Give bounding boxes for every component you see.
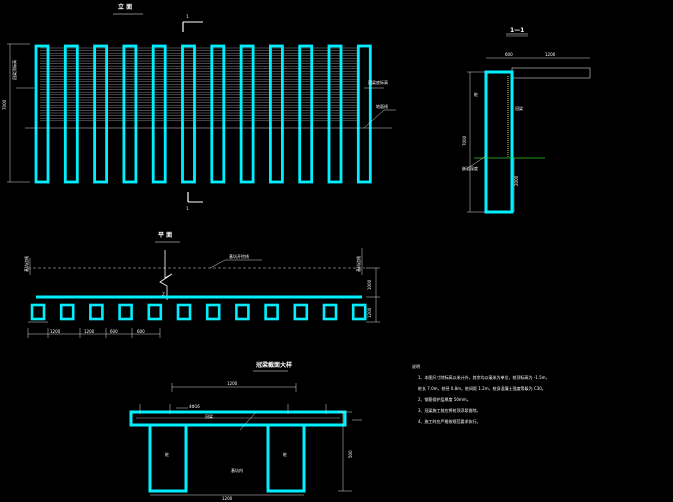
- capping-beam-detail: [129, 370, 362, 496]
- plan-axis-right-label: 基坑边线: [356, 256, 361, 272]
- section-1-1-view: [467, 33, 591, 214]
- section-pile: [484, 70, 514, 214]
- elevation-left-dimension: 7000: [2, 99, 7, 110]
- elevation-pile: [93, 44, 108, 184]
- plan-bottom-dim-3: 600: [110, 329, 118, 334]
- elevation-pile: [151, 44, 167, 184]
- detail-pile-right-label: 桩: [283, 452, 287, 457]
- section-right-note: 冠梁: [515, 106, 523, 111]
- detail-pile-left: [148, 423, 188, 493]
- plan-pile: [147, 303, 163, 321]
- elevation-piles: [34, 44, 372, 184]
- section-mid-dim: 7000: [462, 135, 467, 146]
- detail-rebar-label: 4Φ16: [189, 404, 200, 409]
- plan-view: [27, 241, 380, 338]
- elevation-pile: [181, 44, 196, 184]
- elevation-pile: [327, 44, 343, 184]
- section-mark-bottom: 1: [186, 206, 189, 211]
- detail-center-label: 基坑内: [231, 468, 243, 473]
- plan-axis-left-label: 基坑边线: [24, 256, 29, 272]
- elevation-right-note: 冠梁底标高: [368, 80, 388, 85]
- design-notes: 说明 1、本图尺寸除标高以米计外，其余均以毫米为单位，桩顶标高为 -1.5m， …: [412, 364, 550, 430]
- section-lower-note: 嵌岩深度: [462, 166, 478, 171]
- plan-pile: [264, 303, 279, 321]
- section-mark-top: 1: [186, 14, 189, 19]
- section-top-dim: 600: [505, 52, 513, 57]
- elevation-pile: [239, 44, 255, 184]
- plan-pile: [293, 303, 309, 321]
- elevation-pile: [122, 44, 138, 184]
- elevation-left-note: 冠梁顶标高: [12, 60, 17, 80]
- plan-right-dim-1: 1000: [367, 279, 372, 290]
- detail-pile-left-label: 桩: [165, 452, 169, 457]
- section-title: 1—1: [510, 27, 525, 34]
- detail-capping-beam: [129, 410, 347, 427]
- detail-bottom-dim: 1200: [222, 496, 233, 501]
- plan-pile: [235, 303, 250, 321]
- plan-pile: [351, 303, 367, 321]
- plan-bottom-dim-4: 600: [137, 329, 145, 334]
- plan-bottom-dim-1: 1200: [50, 329, 61, 334]
- elevation-pile: [268, 44, 284, 184]
- elevation-pile: [63, 44, 79, 184]
- elevation-pile: [34, 44, 50, 184]
- detail-beam-label: 冠梁: [205, 414, 213, 419]
- detail-title: 冠梁截面大样: [256, 362, 293, 369]
- elevation-pile: [298, 44, 314, 184]
- elevation-pile: [356, 44, 372, 184]
- plan-pile: [59, 303, 75, 321]
- plan-axis-mid-label: 基坑开挖线: [229, 254, 249, 259]
- plan-pile: [176, 303, 192, 321]
- plan-pile: [89, 303, 104, 321]
- note-item-1: 1、本图尺寸除标高以米计外，其余均以毫米为单位，桩顶标高为 -1.5m，: [418, 375, 550, 380]
- detail-pile-right: [266, 423, 306, 493]
- plan-pile: [322, 303, 338, 321]
- plan-pile: [118, 303, 133, 321]
- elevation-view: [7, 13, 396, 203]
- plan-cut-mark: Z: [162, 292, 165, 297]
- note-item-1-cont: 桩长 7.0m，桩径 0.8m，桩间距 1.2m，桩身混凝土强度等级为 C30。: [418, 386, 546, 391]
- note-item-4: 4、施工时应严格按规范要求执行。: [418, 419, 481, 424]
- elevation-title: 立 面: [118, 4, 133, 11]
- detail-right-dim: 500: [348, 450, 353, 458]
- plan-right-dim-2: 1200: [367, 307, 372, 318]
- elevation-right-note-2: 地面线: [376, 104, 388, 109]
- detail-top-dim: 1200: [227, 381, 238, 386]
- section-lower-dim: 2000: [514, 175, 519, 186]
- plan-bottom-dim-2: 1200: [84, 329, 95, 334]
- plan-pile: [205, 303, 221, 321]
- section-top-dim-2: 1200: [545, 52, 556, 57]
- note-item-2: 2、钢筋保护层厚度 50mm。: [418, 397, 471, 402]
- notes-title: 说明: [412, 364, 420, 369]
- plan-piles: [30, 303, 367, 321]
- note-item-3: 3、冠梁施工前应将桩顶浮浆凿除。: [418, 408, 481, 413]
- elevation-pile: [210, 44, 226, 184]
- plan-pile: [30, 303, 46, 321]
- section-left-note: 桩: [474, 92, 478, 97]
- plan-title: 平 面: [158, 232, 173, 239]
